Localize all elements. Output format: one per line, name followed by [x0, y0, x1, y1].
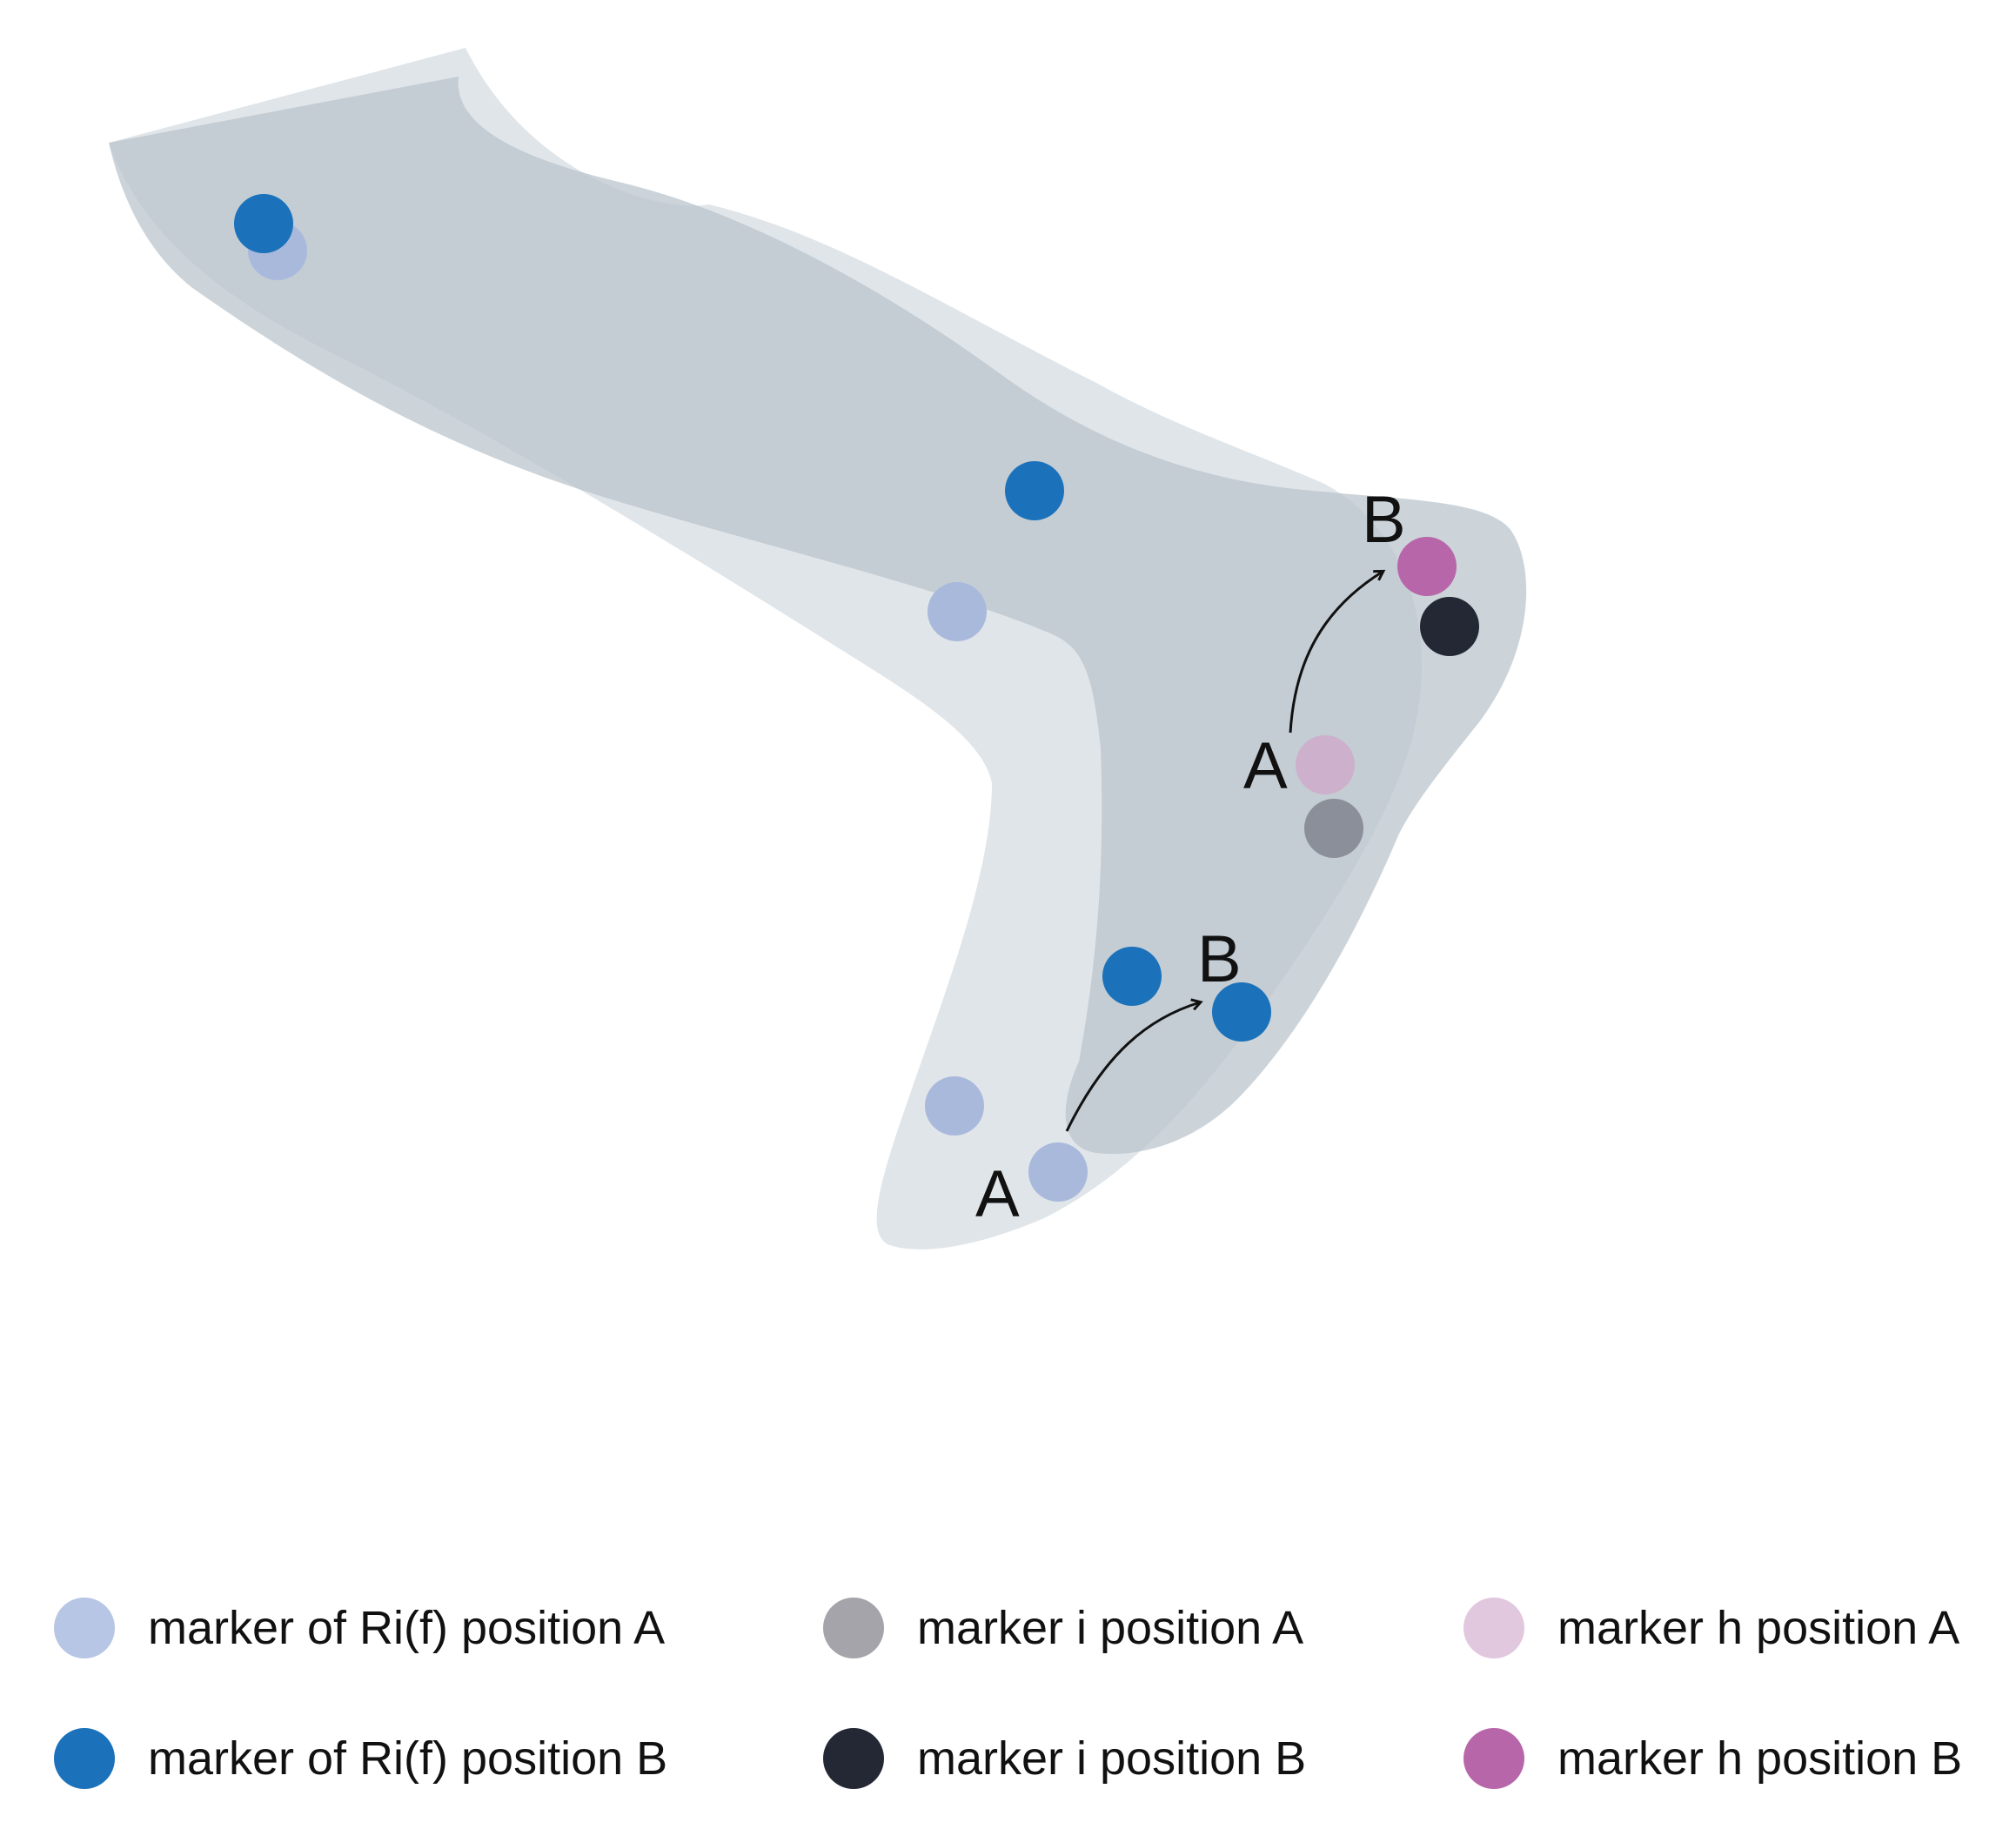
legend: marker of Ri(f) position A marker i posi… [54, 1597, 2003, 1790]
h-a-marker [1296, 735, 1355, 794]
body-outline-position-b [109, 77, 1527, 1155]
lower-position-b-label: B [1197, 922, 1242, 996]
position-labels: B A B A [975, 483, 1406, 1231]
legend-label: marker h position B [1557, 1732, 1963, 1785]
ri-a-marker-middle [928, 582, 987, 641]
legend-item-ri-b: marker of Ri(f) position B [54, 1727, 667, 1790]
lower-movement-arrow [1065, 1002, 1200, 1132]
legend-label: marker i position A [917, 1602, 1304, 1654]
ri-a-marker-lower-left [925, 1076, 984, 1136]
legend-label: marker of Ri(f) position A [148, 1602, 666, 1654]
circle-marker-icon [823, 1728, 884, 1789]
ri-a-marker-lower-a [1028, 1142, 1088, 1202]
legend-item-i-a: marker i position A [823, 1597, 1303, 1659]
movement-arrows [1065, 572, 1383, 1132]
legend-label: marker i position B [917, 1732, 1307, 1785]
h-b-marker [1397, 537, 1457, 596]
ri-b-marker-lower-b [1212, 982, 1271, 1042]
upper-movement-arrow [1289, 572, 1383, 734]
legend-label: marker of Ri(f) position B [148, 1732, 668, 1785]
circle-marker-icon [1463, 1598, 1524, 1658]
ri-b-marker-lower [1102, 947, 1162, 1006]
legend-item-i-b: marker i position B [823, 1727, 1306, 1790]
circle-marker-icon [1463, 1728, 1524, 1789]
legend-item-h-b: marker h position B [1463, 1727, 1962, 1790]
ri-b-marker-top-left [234, 194, 293, 253]
upper-position-b-label: B [1362, 483, 1406, 557]
upper-position-a-label: A [1243, 729, 1288, 803]
circle-marker-icon [823, 1598, 884, 1658]
markers-on-figure [234, 194, 1479, 1202]
legend-label: marker h position A [1557, 1602, 1960, 1654]
lower-position-a-label: A [975, 1157, 1020, 1231]
circle-marker-icon [54, 1728, 115, 1789]
outline-shape-b [109, 77, 1527, 1155]
i-b-marker [1420, 597, 1479, 656]
legend-item-h-a: marker h position A [1463, 1597, 1959, 1659]
legend-item-ri-a: marker of Ri(f) position A [54, 1597, 665, 1659]
ri-b-marker-upper-middle [1005, 461, 1064, 520]
circle-marker-icon [54, 1598, 115, 1658]
i-a-marker [1304, 799, 1363, 858]
